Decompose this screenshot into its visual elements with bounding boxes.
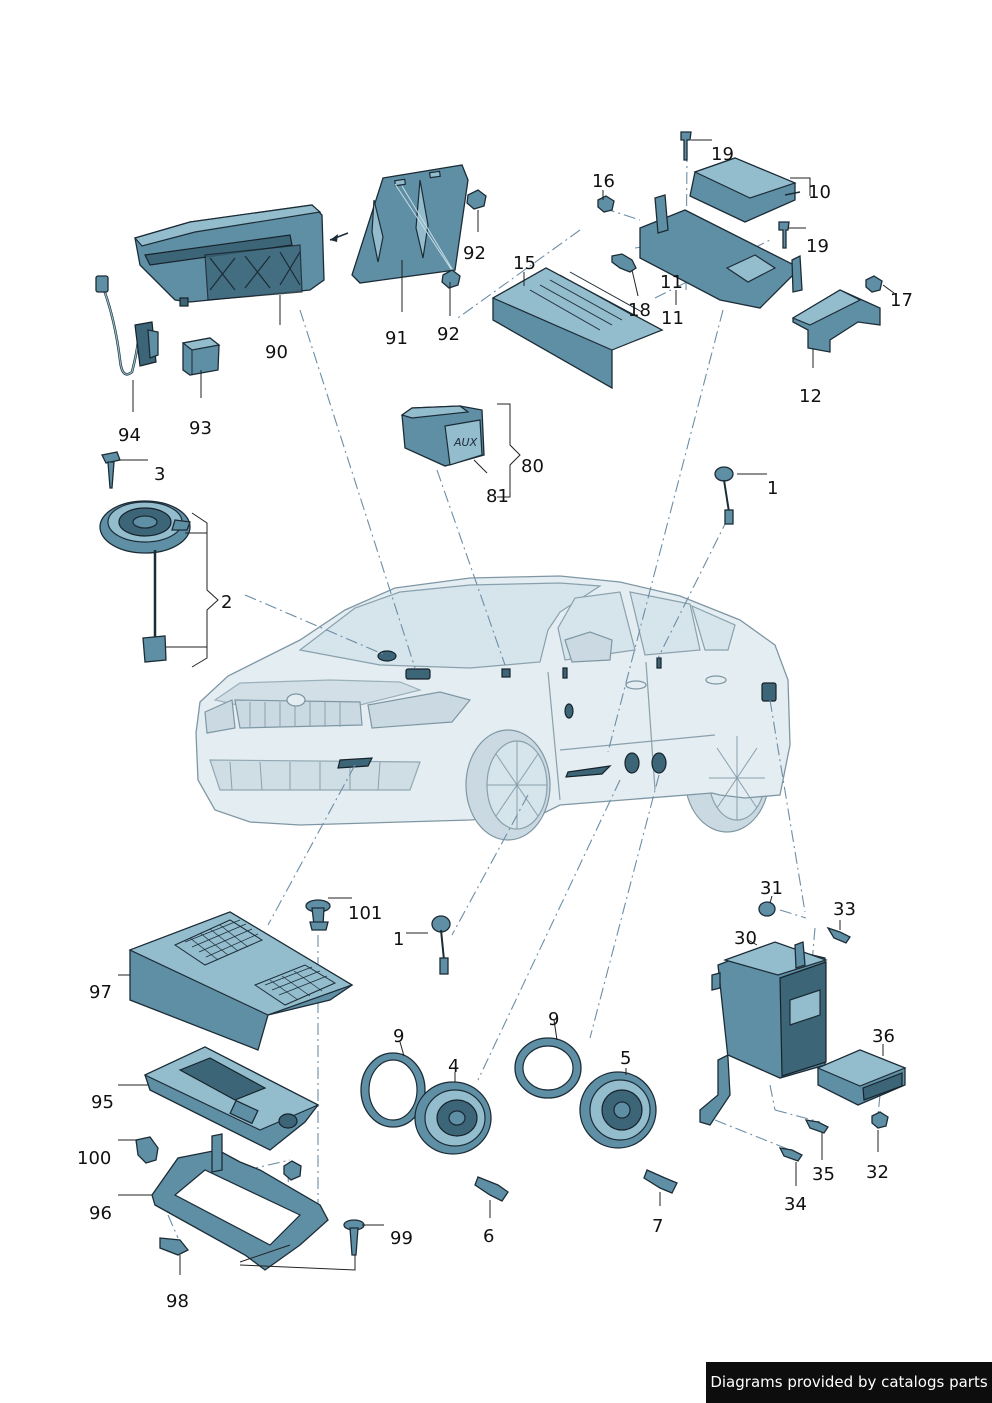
bracket-12 bbox=[791, 289, 881, 353]
callout-30: 30 bbox=[734, 928, 757, 949]
callout-4: 4 bbox=[448, 1056, 459, 1077]
cable-94 bbox=[95, 275, 159, 376]
aux-socket: AUX bbox=[400, 405, 485, 467]
callout-35: 35 bbox=[812, 1164, 835, 1185]
cover-97 bbox=[128, 911, 354, 1051]
callout-11-lower: 11 bbox=[661, 308, 684, 329]
callout-92-lower: 92 bbox=[437, 324, 460, 345]
callout-15: 15 bbox=[513, 253, 536, 274]
callout-9-right: 9 bbox=[548, 1009, 559, 1030]
ring-9-left bbox=[360, 1052, 426, 1128]
callout-100: 100 bbox=[77, 1148, 111, 1169]
credit-banner: Diagrams provided by catalogs parts bbox=[706, 1362, 992, 1403]
bracket-96 bbox=[151, 1133, 329, 1271]
callout-33: 33 bbox=[833, 899, 856, 920]
small-fasteners-top bbox=[597, 131, 883, 293]
callout-92-upper: 92 bbox=[463, 243, 486, 264]
callout-93: 93 bbox=[189, 418, 212, 439]
callout-99: 99 bbox=[390, 1228, 413, 1249]
ring-9-right bbox=[514, 1037, 582, 1099]
nut-92 bbox=[441, 189, 487, 289]
cd-changer-36 bbox=[816, 1049, 907, 1106]
screw-98 bbox=[159, 1237, 190, 1256]
callout-97: 97 bbox=[89, 982, 112, 1003]
clip-101 bbox=[305, 899, 331, 931]
cover-15 bbox=[491, 267, 664, 390]
bracket-91 bbox=[351, 164, 469, 284]
mounting-plate-11 bbox=[639, 194, 803, 309]
screw-100 bbox=[135, 1136, 159, 1164]
speaker-4 bbox=[414, 1081, 492, 1155]
callout-36: 36 bbox=[872, 1026, 895, 1047]
antenna-pin-1-lower bbox=[431, 915, 451, 975]
screw-6 bbox=[474, 1176, 509, 1202]
callout-81: 81 bbox=[486, 486, 509, 507]
speaker-5 bbox=[579, 1071, 657, 1149]
callout-7: 7 bbox=[652, 1216, 663, 1237]
callout-3: 3 bbox=[154, 464, 165, 485]
callout-91: 91 bbox=[385, 328, 408, 349]
callout-101: 101 bbox=[348, 903, 382, 924]
callout-numbers: 19 10 16 19 15 17 11 18 11 12 92 92 91 9… bbox=[77, 144, 913, 1312]
callout-16: 16 bbox=[592, 171, 615, 192]
connector-93 bbox=[181, 337, 221, 376]
callout-19-top: 19 bbox=[711, 144, 734, 165]
callout-18: 18 bbox=[628, 300, 651, 321]
callout-94: 94 bbox=[118, 425, 141, 446]
speaker-2 bbox=[99, 500, 191, 663]
callout-98: 98 bbox=[166, 1291, 189, 1312]
bottom-right-fasteners bbox=[758, 901, 889, 1162]
callout-6: 6 bbox=[483, 1226, 494, 1247]
screw-99 bbox=[343, 1219, 365, 1256]
callout-12: 12 bbox=[799, 386, 822, 407]
callout-9-left: 9 bbox=[393, 1026, 404, 1047]
car-illustration bbox=[195, 575, 791, 841]
callout-31: 31 bbox=[760, 878, 783, 899]
callout-80: 80 bbox=[521, 456, 544, 477]
amplifier-10 bbox=[689, 157, 801, 223]
callout-1-upper: 1 bbox=[767, 478, 778, 499]
radio-unit-90 bbox=[133, 204, 349, 307]
callout-leaders bbox=[118, 139, 895, 1275]
callout-5: 5 bbox=[620, 1048, 631, 1069]
screw-3 bbox=[101, 451, 121, 489]
holder-30 bbox=[699, 941, 828, 1126]
callout-1-lower: 1 bbox=[393, 929, 404, 950]
callout-10: 10 bbox=[808, 182, 831, 203]
screw-7 bbox=[643, 1169, 678, 1194]
callout-96: 96 bbox=[89, 1203, 112, 1224]
callout-11-upper: 11 bbox=[660, 272, 683, 293]
callout-17: 17 bbox=[890, 290, 913, 311]
callout-90: 90 bbox=[265, 342, 288, 363]
callout-2: 2 bbox=[221, 592, 232, 613]
antenna-pin-1 bbox=[714, 466, 734, 525]
callout-34: 34 bbox=[784, 1194, 807, 1215]
callout-95: 95 bbox=[91, 1092, 114, 1113]
callout-19-right: 19 bbox=[806, 236, 829, 257]
callout-32: 32 bbox=[866, 1162, 889, 1183]
aux-label: AUX bbox=[453, 436, 478, 449]
control-unit-95 bbox=[143, 1046, 320, 1151]
